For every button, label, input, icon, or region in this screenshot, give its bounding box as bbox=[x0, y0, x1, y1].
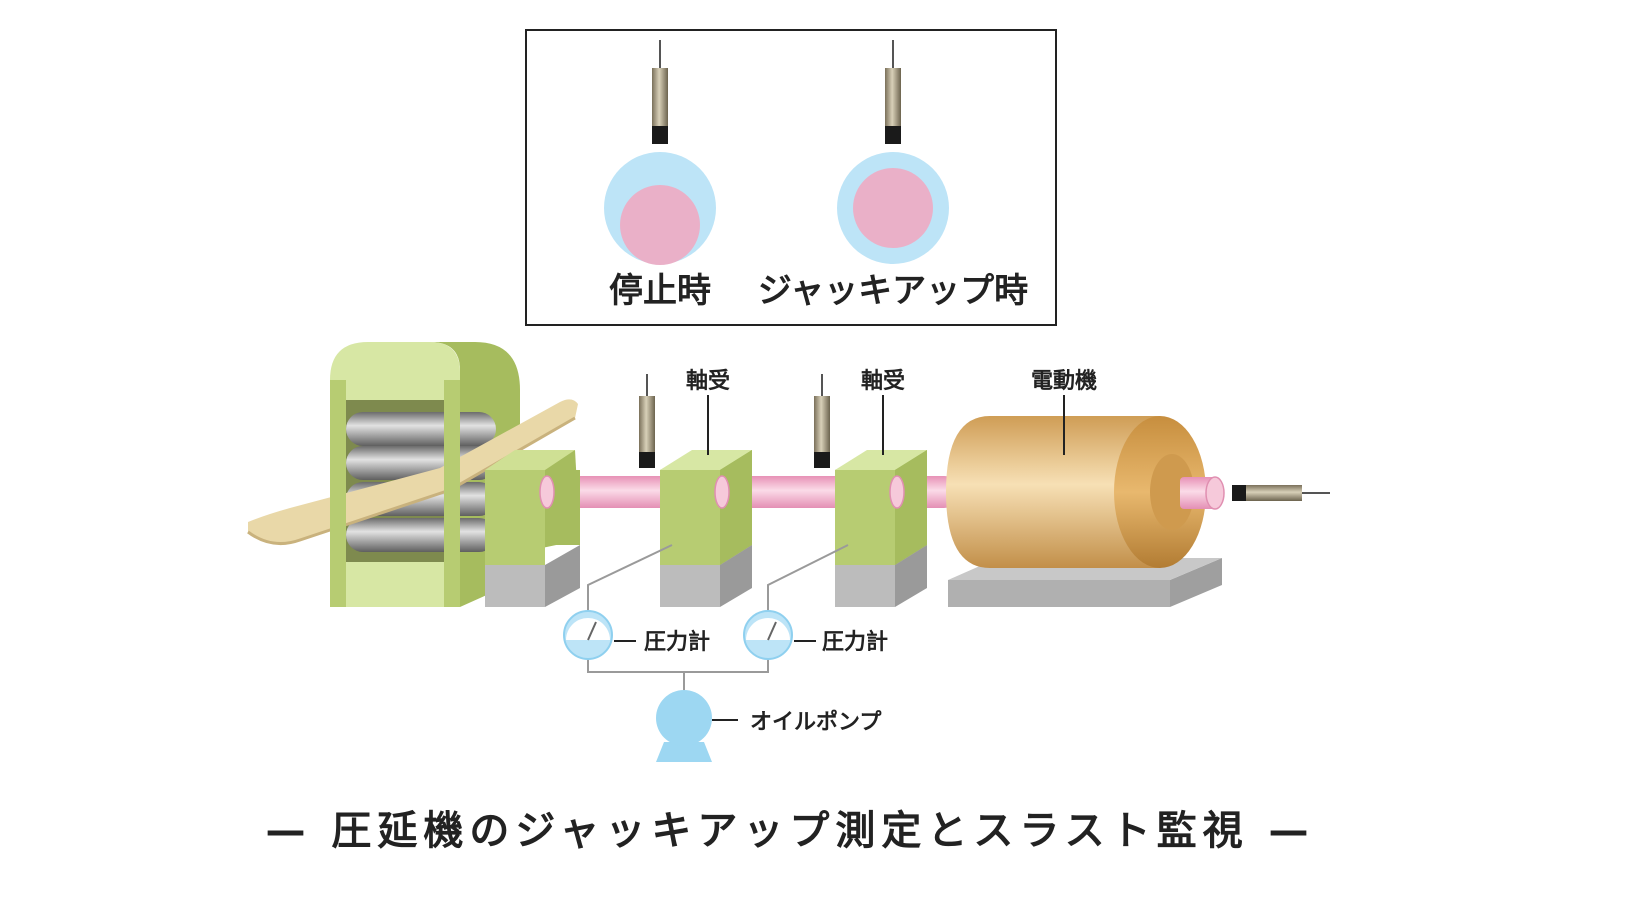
state-stopped-label: 停止時 bbox=[609, 271, 711, 311]
diagram-title: — 圧延機のジャッキアップ測定とスラスト監視 — bbox=[265, 808, 1314, 854]
pressure-gauge-icon bbox=[743, 610, 793, 660]
inset-panel: 停止時 ジャッキアップ時 bbox=[525, 29, 1057, 326]
bearing-2-label: 軸受 bbox=[861, 368, 905, 394]
proximity-sensor-icon bbox=[639, 374, 655, 468]
proximity-sensor-icon bbox=[814, 374, 830, 468]
motor-label: 電動機 bbox=[1031, 369, 1097, 394]
bearing-block-1 bbox=[660, 450, 752, 607]
proximity-sensor-icon bbox=[885, 40, 901, 144]
journal-stopped bbox=[604, 152, 716, 265]
state-jackup-label: ジャッキアップ時 bbox=[758, 271, 1028, 311]
pressure-gauge-2-label: 圧力計 bbox=[822, 629, 888, 655]
bearing-block-2 bbox=[835, 450, 927, 607]
proximity-sensor-icon bbox=[652, 40, 668, 144]
pressure-gauge-1-label: 圧力計 bbox=[644, 629, 710, 655]
bearing-1-label: 軸受 bbox=[686, 368, 730, 394]
pressure-gauge-icon bbox=[563, 610, 613, 660]
motor bbox=[946, 416, 1225, 607]
oil-pump-icon bbox=[656, 690, 712, 762]
rolling-mill-stand bbox=[247, 342, 578, 607]
hydraulic-lines bbox=[587, 544, 849, 692]
thrust-sensor-icon bbox=[1232, 485, 1330, 501]
journal-jackup bbox=[837, 152, 949, 264]
bearing-block-mill bbox=[485, 450, 580, 607]
oil-pump-label: オイルポンプ bbox=[750, 709, 882, 735]
